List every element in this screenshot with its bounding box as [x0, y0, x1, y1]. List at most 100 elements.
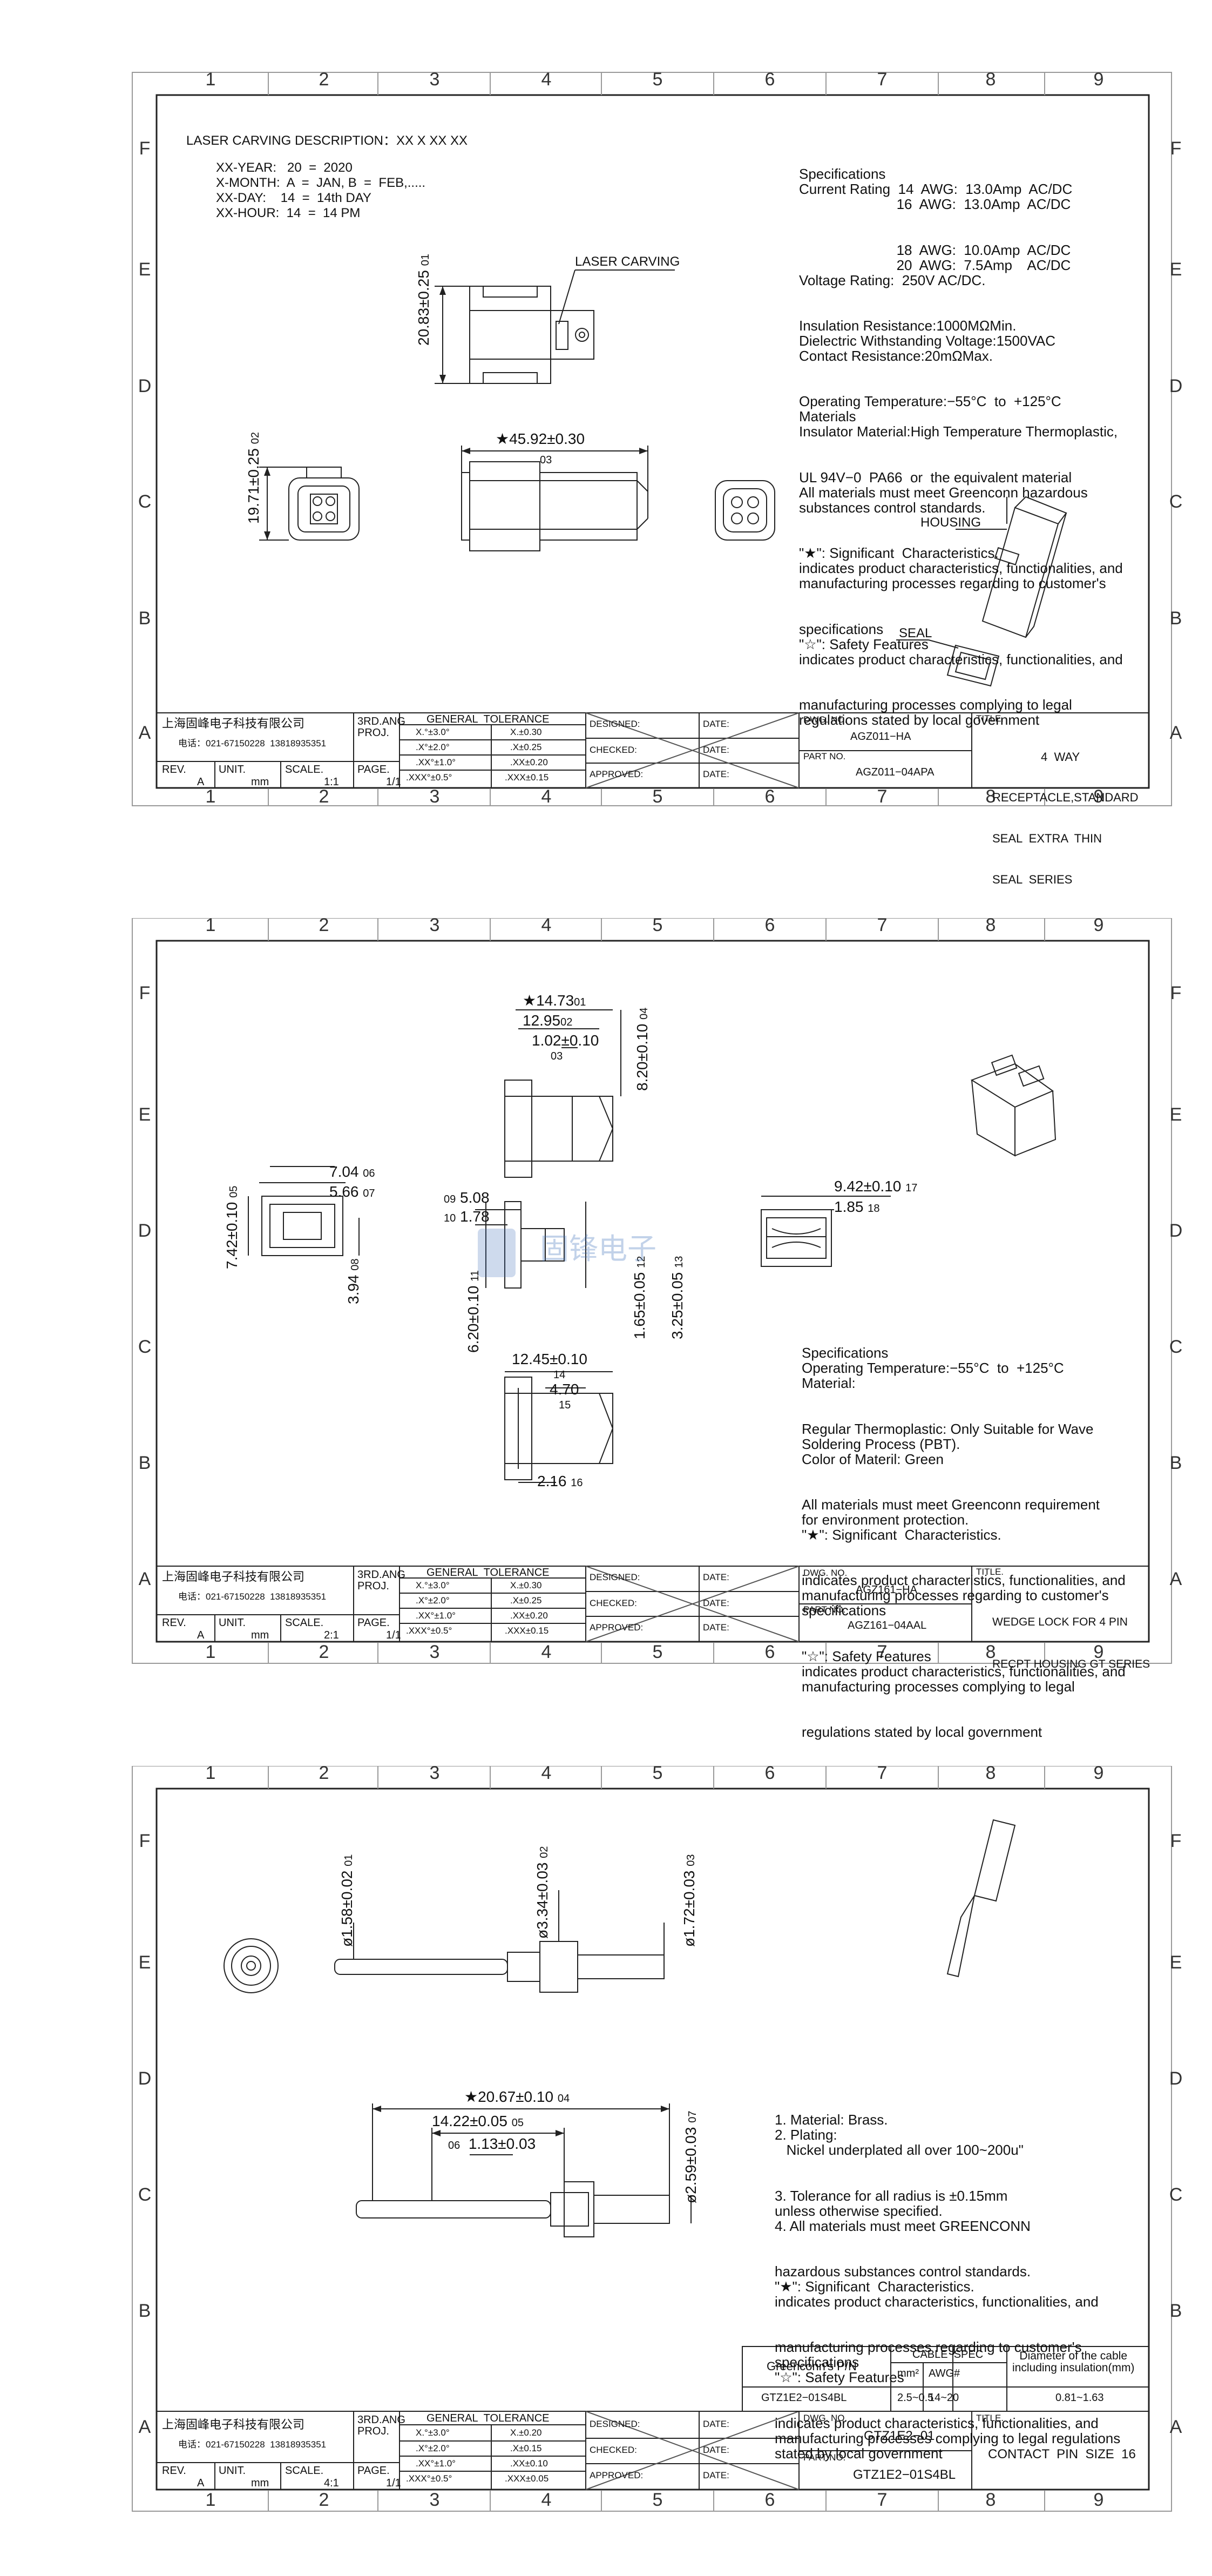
s3-zone-col-4: 4: [541, 1763, 552, 1783]
sheet-2-graphics: [132, 918, 1172, 1664]
tol-linear-0: X.±0.30: [510, 727, 542, 737]
s3-zone-row-a-right: A: [1169, 2417, 1182, 2437]
s2-tol-linear-3: .XXX±0.15: [505, 1626, 549, 1636]
s2-zone-col-4: 4: [541, 915, 552, 935]
s3-third-angle-projection: 3RD.ANG PROJ.: [357, 2414, 405, 2437]
zone-row-d-right: D: [1169, 376, 1183, 396]
s3-zone-row-b-right: B: [1169, 2301, 1182, 2321]
cable-mm2-value: 2.5~0.5: [897, 2392, 934, 2404]
zone-col-4: 4: [541, 69, 552, 90]
s3-tol-angle-3: .XXX°±0.5°: [406, 2473, 452, 2484]
s3-zone-row-f: F: [139, 1831, 151, 1851]
zone-col-7: 7: [877, 69, 888, 90]
s3-unit-value: mm: [251, 2477, 269, 2489]
s2-dim-01: ★14.7301: [523, 992, 586, 1009]
s2-drawing-title: WEDGE LOCK FOR 4 PIN RECPT HOUSING GT SE…: [992, 1615, 1150, 1671]
s2-zone-row-f-right: F: [1170, 983, 1182, 1003]
approved-label: APPROVED:: [590, 769, 644, 779]
general-tolerance: GENERAL TOLERANCE: [426, 713, 550, 725]
third-angle-projection: 3RD.ANG PROJ.: [357, 716, 405, 739]
s3-zone-row-c: C: [138, 2184, 152, 2205]
s2-dim-11: 6.20±0.10 11: [465, 1270, 482, 1353]
s2-zone-row-c-right: C: [1169, 1337, 1183, 1357]
s3-zone-col-7: 7: [877, 1763, 888, 1783]
laser-month: X-MONTH: A = JAN, B = FEB,.....: [216, 176, 426, 190]
s2-zone-col-5-bottom: 5: [652, 1642, 663, 1662]
s2-zone-col-8: 8: [985, 915, 996, 935]
s3-approved-label: APPROVED:: [590, 2470, 644, 2480]
s3-dim-01: ø1.58±0.02 01: [338, 1854, 355, 1947]
drawing-title: 4 WAY RECEPTACLE,STANDARD SEAL EXTRA THI…: [992, 750, 1139, 887]
s3-zone-col-5-bottom: 5: [652, 2490, 663, 2510]
part-no-value: AGZ011−04APA: [856, 766, 935, 778]
s2-zone-row-b-right: B: [1169, 1453, 1182, 1473]
s2-zone-col-2-bottom: 2: [319, 1642, 329, 1662]
drawing-sheet-2: 1 2 3 4 5 6 7 8 9 1 2 3 4 5 6 7 8 9 F E …: [0, 915, 1212, 1739]
s2-scale-value: 2:1: [324, 1629, 339, 1641]
s2-zone-col-1-bottom: 1: [205, 1642, 216, 1662]
s3-scale-value: 4:1: [324, 2477, 339, 2489]
laser-carving-label: LASER CARVING: [575, 254, 680, 269]
s3-part-no-label: PART NO.: [803, 2452, 846, 2463]
s2-approved-date-label: DATE:: [703, 1622, 729, 1633]
s3-zone-col-4-bottom: 4: [541, 2490, 552, 2510]
s2-rev-label: REV.: [162, 1617, 186, 1629]
s2-zone-col-9: 9: [1093, 915, 1104, 935]
s2-dim-10: 10 1.78: [444, 1208, 490, 1225]
s2-checked-label: CHECKED:: [590, 1598, 637, 1608]
s2-zone-col-3: 3: [429, 915, 440, 935]
s2-zone-col-8-bottom: 8: [985, 1642, 996, 1662]
company-contact: 电话：021-67150228 13818935351: [178, 738, 327, 748]
s2-zone-row-d-right: D: [1169, 1220, 1183, 1241]
s3-checked-date-label: DATE:: [703, 2445, 729, 2455]
s2-dim-14: 12.45±0.10: [512, 1351, 587, 1367]
s2-dim-07: 5.66 07: [329, 1183, 375, 1200]
zone-col-1-bottom: 1: [205, 786, 216, 807]
zone-col-8: 8: [985, 69, 996, 90]
approved-date-label: DATE:: [703, 769, 729, 779]
zone-col-6-bottom: 6: [764, 786, 775, 807]
s2-tol-linear-1: .X±0.25: [510, 1595, 542, 1606]
s2-dim-16: 2.16 16: [537, 1473, 583, 1489]
s3-zone-row-a: A: [138, 2417, 151, 2437]
s2-tol-linear-0: X.±0.30: [510, 1580, 542, 1590]
zone-row-b-right: B: [1169, 608, 1182, 629]
dim-01: 20.83±0.25 01: [415, 254, 432, 346]
s2-scale-label: SCALE.: [285, 1617, 324, 1629]
tol-linear-1: .X±0.25: [510, 742, 542, 752]
checked-label: CHECKED:: [590, 745, 637, 755]
s2-zone-row-e-right: E: [1169, 1104, 1182, 1125]
s3-title-label: TITLE.: [976, 2413, 1004, 2423]
s2-zone-col-7-bottom: 7: [877, 1642, 888, 1662]
zone-col-5-bottom: 5: [652, 786, 663, 807]
cable-awg-value: 14~20: [929, 2392, 959, 2404]
s2-zone-row-a-right: A: [1169, 1569, 1182, 1589]
zone-col-6: 6: [764, 69, 775, 90]
s2-tol-angle-2: .XX°±1.0°: [416, 1610, 456, 1621]
s2-dim-14-number: 14: [553, 1369, 566, 1381]
zone-col-7-bottom: 7: [877, 786, 888, 807]
s3-page-value: 1/1: [386, 2477, 401, 2489]
s3-zone-row-d-right: D: [1169, 2068, 1183, 2089]
cable-pn-label: Greenconn's P/N: [767, 2359, 857, 2373]
zone-row-d: D: [138, 376, 152, 396]
s2-dwg-no-label: DWG. NO.: [803, 1568, 848, 1578]
s3-zone-col-1-bottom: 1: [205, 2490, 216, 2510]
tol-angle-1: .X°±2.0°: [416, 742, 450, 752]
s2-checked-date-label: DATE:: [703, 1598, 729, 1608]
s2-dim-17: 9.42±0.10 17: [834, 1178, 918, 1195]
part-no-label: PART NO.: [803, 751, 846, 761]
cable-dia-value: 0.81~1.63: [1055, 2392, 1104, 2404]
zone-row-c-right: C: [1169, 491, 1183, 512]
s3-zone-col-3-bottom: 3: [429, 2490, 440, 2510]
s3-zone-col-3: 3: [429, 1763, 440, 1783]
watermark-text: 固锋电子: [540, 1233, 656, 1265]
s2-zone-row-e: E: [138, 1104, 151, 1125]
s3-dim-03: ø1.72±0.03 03: [681, 1854, 698, 1947]
s3-dim-05: 14.22±0.05 05: [432, 2113, 524, 2129]
s2-zone-col-9-bottom: 9: [1093, 1642, 1104, 1662]
zone-row-c: C: [138, 491, 152, 512]
cable-diameter-label: Diameter of the cable including insulati…: [1012, 2350, 1135, 2375]
